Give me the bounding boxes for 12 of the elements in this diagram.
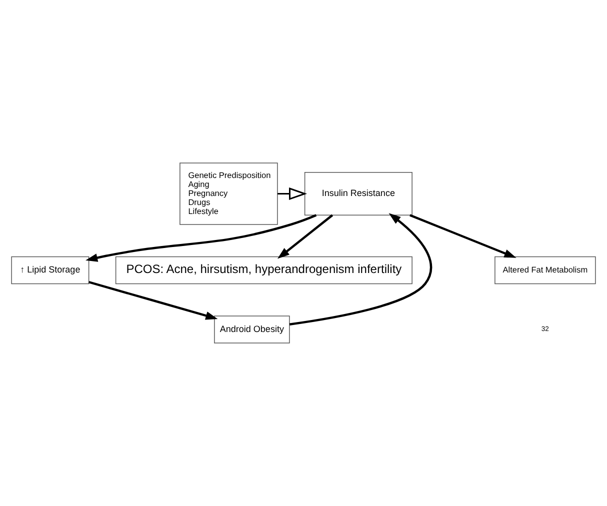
- node-box: Insulin Resistance: [304, 172, 412, 216]
- arrow: [88, 280, 218, 320]
- arrow: [289, 213, 432, 326]
- arrow: [86, 214, 317, 262]
- node-box: Genetic Predisposition Aging Pregnancy Drugs Lifestyle: [180, 162, 278, 225]
- arrow: [277, 214, 334, 259]
- node-box: Altered Fat Metabolism: [494, 256, 596, 284]
- node-box: PCOS: Acne, hirsutism, hyperandrogenism infertility: [115, 256, 412, 284]
- arrow: [410, 214, 516, 258]
- node-box: ↑ Lipid Storage: [11, 256, 90, 284]
- node-box: Android Obesity: [214, 316, 290, 344]
- arrow: [278, 187, 308, 200]
